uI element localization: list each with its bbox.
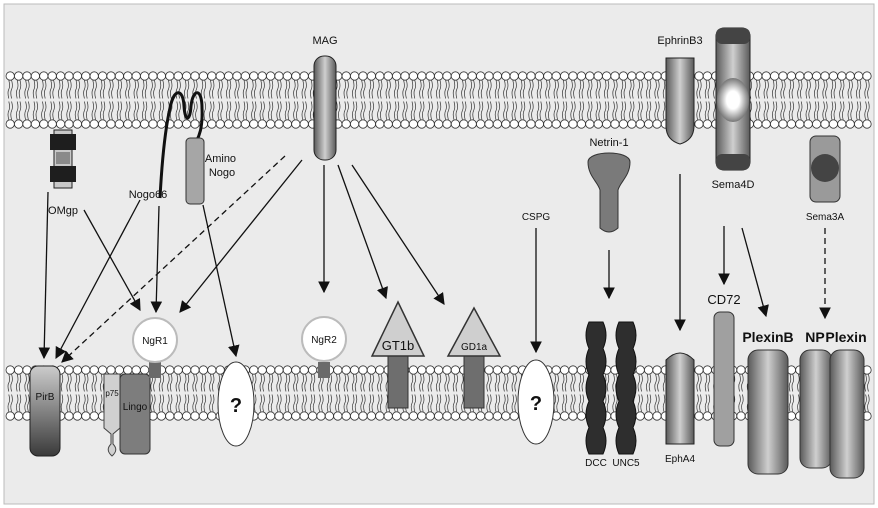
label-gd1a: GD1a: [461, 342, 488, 353]
label-np: NP: [805, 329, 824, 345]
arrow-mag-gt1b: [337, 164, 388, 300]
ngr2-receptor: [301, 316, 347, 362]
label-epha4: EphA4: [665, 454, 695, 465]
arrows: [38, 155, 831, 363]
arrow-amino-nogo-unknown: [202, 204, 240, 358]
amino-nogo-protein: [185, 137, 205, 205]
upper-membrane: [5, 71, 872, 129]
gd1a-ganglioside: [446, 306, 502, 409]
label-ephrinb3: EphrinB3: [657, 35, 702, 47]
label-ngr2: NgR2: [311, 335, 337, 346]
label-sema3a: Sema3A: [806, 212, 845, 223]
label-unknown-receptor-2: ?: [530, 393, 542, 415]
label-mag: MAG: [312, 35, 337, 47]
p75-receptor: [103, 373, 121, 457]
label-cspg: CSPG: [522, 212, 551, 223]
label-plexin: Plexin: [825, 329, 866, 345]
label-plexinb: PlexinB: [742, 329, 793, 345]
label-ngr1: NgR1: [142, 336, 168, 347]
omgp-protein: [50, 129, 76, 189]
cd72-receptor: [713, 311, 735, 447]
lingo-receptor: [119, 373, 151, 455]
sema3a-protein: [809, 135, 841, 203]
ngr2-stalk: [318, 362, 330, 378]
netrin1-protein: [587, 152, 631, 233]
label-unknown-receptor-1: ?: [230, 395, 242, 417]
label-unc5: UNC5: [612, 458, 640, 469]
label-pirb: PirB: [36, 392, 55, 403]
np-receptor: [799, 349, 833, 469]
label-cd72: CD72: [707, 292, 740, 307]
label-nogo66: Nogo66: [129, 189, 168, 201]
label-sema4d: Sema4D: [712, 179, 755, 191]
arrow-omgp-pirb: [38, 191, 51, 360]
label-gt1b: GT1b: [382, 338, 415, 353]
label-lingo: Lingo: [123, 402, 148, 413]
label-p75: p75: [105, 389, 119, 398]
unc5-receptor: [615, 321, 637, 455]
label-amino-nogo: Amino Nogo: [205, 153, 239, 179]
arrow-mag-pirb-dashed: [61, 155, 286, 363]
unknown-receptor-2: [517, 359, 555, 445]
plexin-receptor: [829, 349, 865, 479]
ngr1-stalk: [149, 362, 161, 378]
ephrinb3-protein: [665, 57, 695, 145]
nogo-protein-loop: [158, 91, 204, 199]
arrow-nogo66-ngr1: [150, 205, 163, 314]
mag-protein: [313, 55, 337, 161]
gt1b-ganglioside: [370, 300, 426, 409]
label-dcc: DCC: [585, 458, 607, 469]
unknown-receptor-1: [217, 361, 255, 447]
arrow-omgp-ngr1: [83, 209, 141, 312]
dcc-receptor: [585, 321, 607, 455]
label-omgp: OMgp: [48, 205, 78, 217]
plexinb-receptor: [747, 349, 789, 475]
label-netrin1: Netrin-1: [589, 137, 628, 149]
arrow-nogo66-pirb: [55, 199, 141, 360]
arrow-sema4d-plexinb: [741, 227, 769, 318]
pirb-receptor: [29, 365, 61, 457]
ngr1-receptor: [132, 317, 178, 363]
arrow-mag-ngr1: [179, 159, 303, 313]
arrow-mag-gd1a: [351, 164, 445, 305]
epha4-receptor: [665, 352, 695, 445]
sema4d-protein: [715, 27, 751, 171]
